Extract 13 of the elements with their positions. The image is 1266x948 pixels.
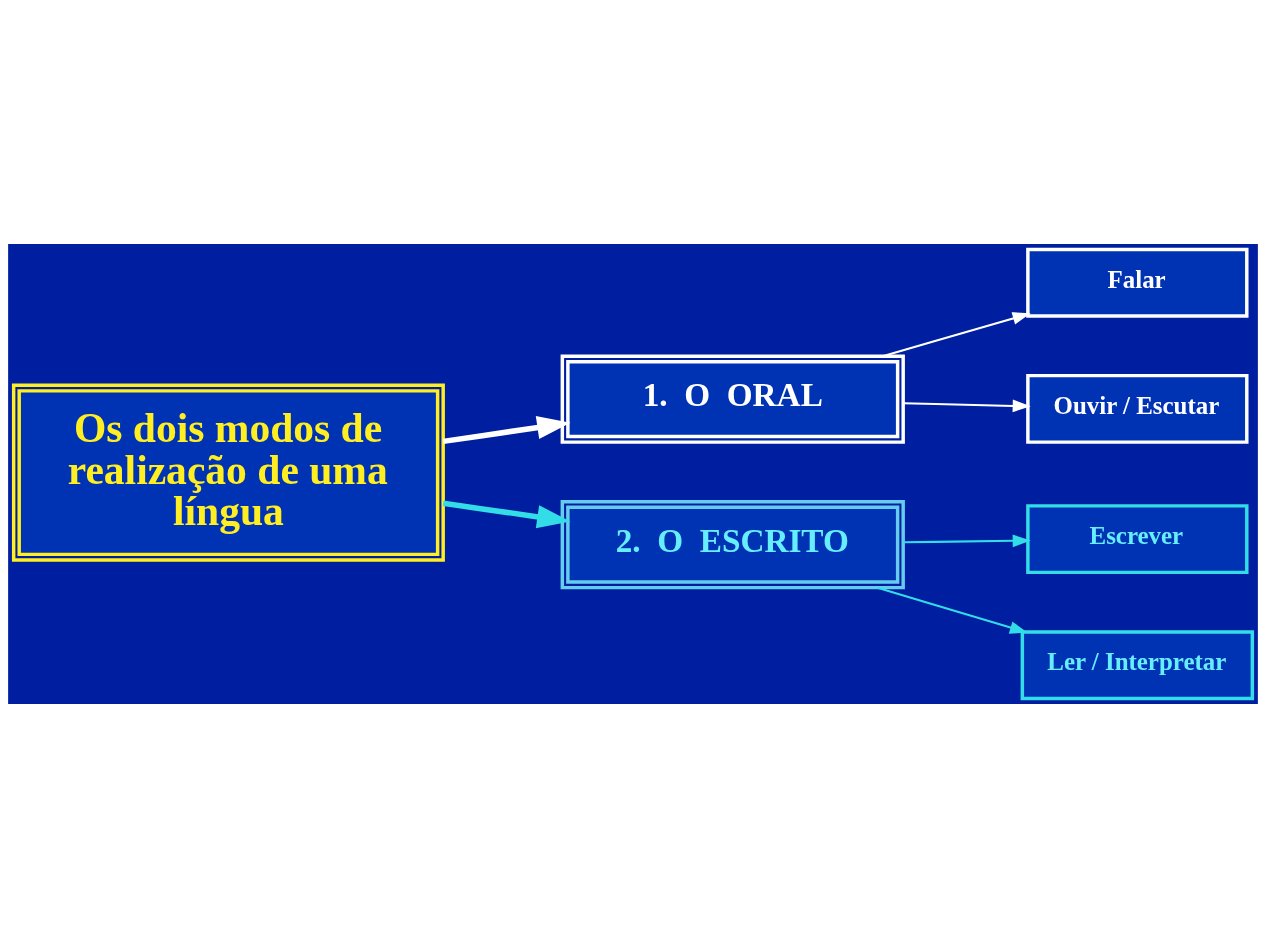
node-box: Escrever (1026, 504, 1249, 575)
arrow (442, 500, 571, 529)
node-box: Os dois modos de realização de uma língua (11, 383, 445, 562)
arrow (877, 586, 1028, 634)
node-box: 2. O ESCRITO (560, 499, 905, 590)
node-box: Falar (1026, 247, 1249, 318)
node-box: Ler / Interpretar (1020, 630, 1255, 701)
node-box: Ouvir / Escutar (1026, 373, 1249, 444)
arrow (903, 399, 1031, 413)
node-box: 1. O ORAL (560, 354, 905, 444)
arrow (442, 416, 571, 445)
arrow (903, 534, 1031, 548)
arrow (882, 312, 1031, 358)
